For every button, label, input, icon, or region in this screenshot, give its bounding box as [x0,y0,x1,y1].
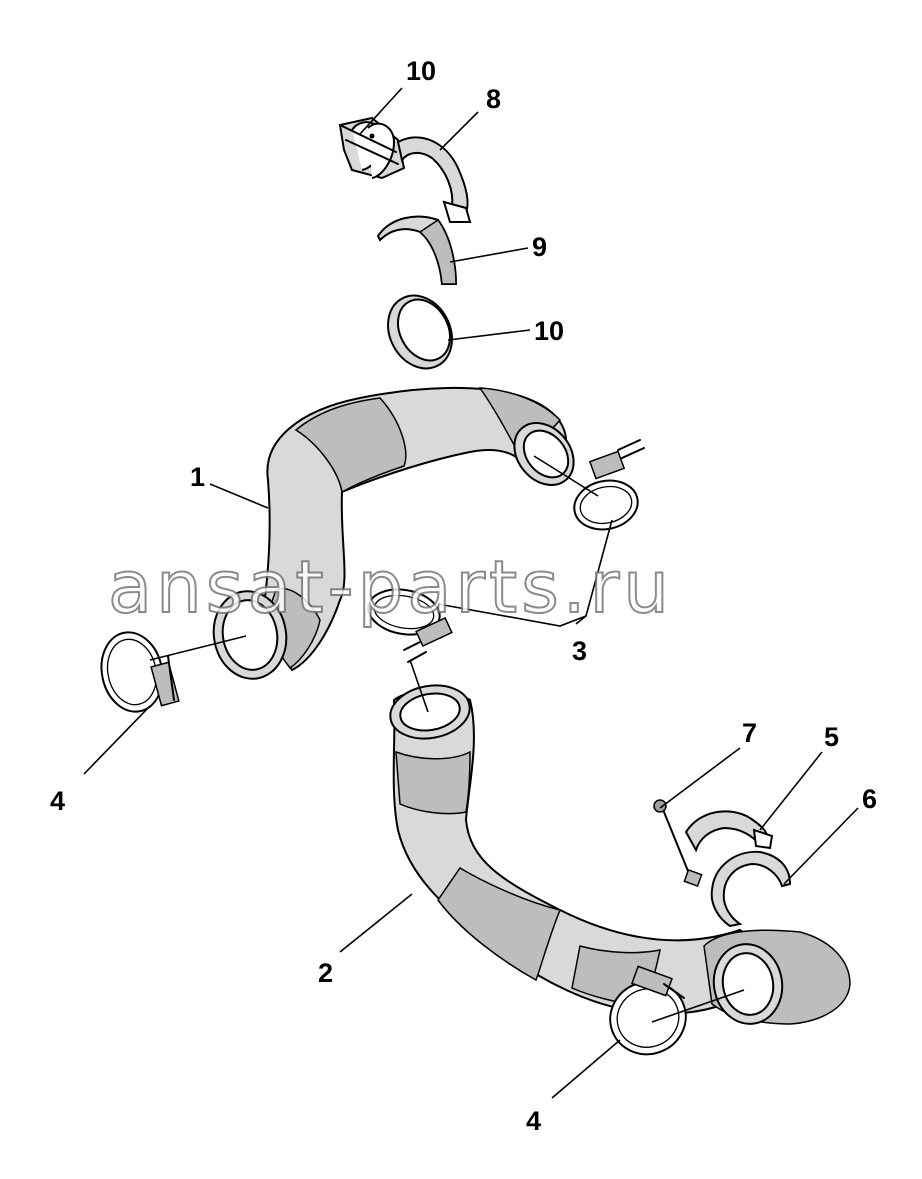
part-10-bracket-clip [338,116,406,180]
watermark-text: ansat-parts.ru [108,545,673,629]
part-1-upper-hose [212,386,575,680]
callout-7: 7 [742,718,757,748]
callout-8: 8 [486,84,501,114]
leader-lines [83,87,859,1099]
callout-4-left: 4 [50,786,65,816]
callout-3: 3 [572,636,587,666]
callout-2: 2 [318,958,333,988]
part-9-liner [376,215,458,285]
part-3-clamp-right [573,439,645,531]
part-7-bolt [653,799,703,887]
callout-9: 9 [532,232,547,262]
part-8-strap [396,136,472,223]
part-2-lower-hose [389,684,851,1025]
callout-10-top: 10 [406,56,436,86]
part-10-band-ring [387,294,453,370]
callout-1: 1 [190,462,205,492]
callout-4-lower: 4 [526,1106,541,1136]
part-6-liner [710,850,792,928]
callout-6: 6 [862,784,877,814]
callout-10-ring: 10 [534,316,564,346]
part-4-clamp-left [100,631,180,713]
part-5-strap [684,810,774,853]
callout-5: 5 [824,722,839,752]
callout-labels: 10 8 9 10 1 3 4 7 5 6 2 4 [50,56,877,1136]
part-3-clamp-center [367,588,453,663]
part-4-clamp-lower [609,965,687,1056]
